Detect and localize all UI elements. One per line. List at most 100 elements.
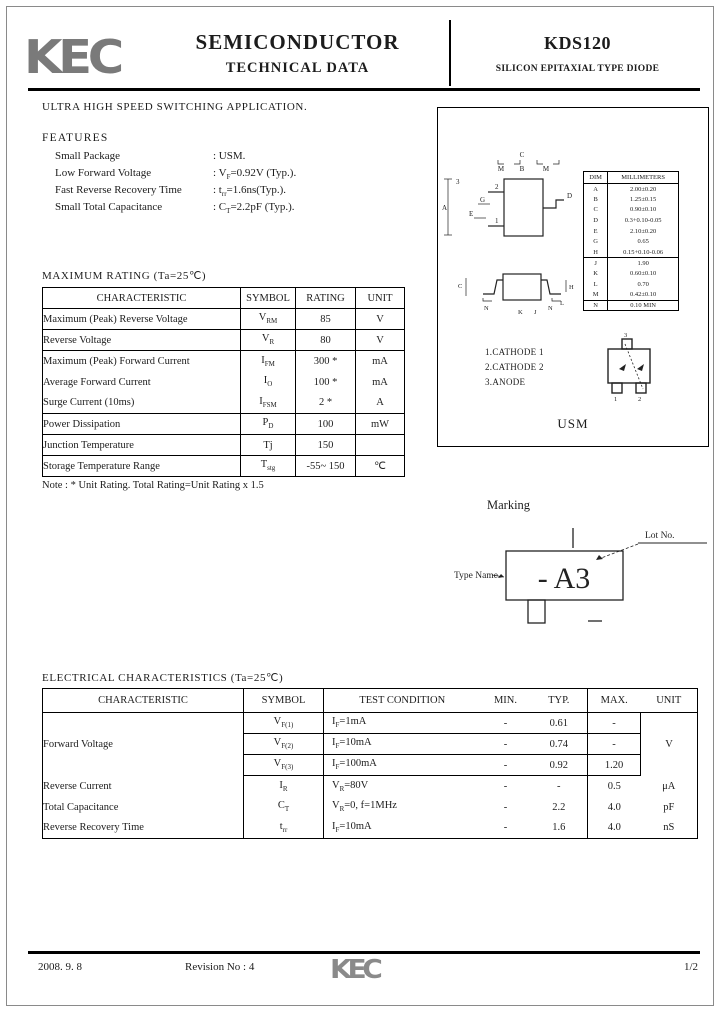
table-header: SYMBOL — [240, 287, 296, 309]
dim-table-header: DIM — [583, 171, 609, 184]
table-cell: 0.5 — [607, 780, 621, 792]
table-cell: IF=10mA — [323, 733, 481, 755]
dim-table-cell: 0.3+0.10-0.05 — [624, 217, 662, 225]
table-header: TYP. — [530, 688, 588, 713]
side-label-h: H — [569, 284, 574, 291]
table-cell: - — [587, 733, 641, 755]
type-name-label: Type Name — [454, 571, 498, 581]
dim-table-cell: 2.00±0.20 — [629, 185, 657, 193]
circuit-pin1: 1 — [614, 396, 617, 403]
page-frame — [6, 6, 714, 1006]
table-cell: - — [503, 780, 508, 792]
doc-title-line2: TECHNICAL DATA — [225, 60, 370, 76]
dim-table-cell: 0.60±0.10 — [629, 270, 657, 278]
package-side-view — [483, 273, 561, 301]
pin-item: 1.CATHODE 1 — [485, 347, 544, 357]
side-label-n1: N — [484, 305, 489, 312]
table-cell: 300 * — [295, 350, 356, 372]
dim-table-cell: 0.10 MIN — [607, 299, 679, 311]
dim-table-cell: C — [583, 204, 609, 216]
features-list: Small Package: USM.Low Forward Voltage: … — [55, 150, 415, 218]
table-cell: VF(2) — [243, 733, 324, 755]
table-cell: 0.92 — [530, 754, 588, 776]
dim-table-cell: B — [583, 194, 609, 205]
table-cell: 85 — [295, 308, 356, 330]
circuit-pin2: 2 — [638, 396, 641, 403]
dim-label-e: E — [469, 210, 473, 218]
table-cell: 100 * — [295, 371, 356, 393]
package-top-view — [488, 178, 564, 237]
pin-item: 2.CATHODE 2 — [485, 362, 544, 372]
table-cell: Surge Current (10ms) — [42, 392, 241, 414]
footer-page: 1/2 — [683, 961, 698, 973]
side-label-c: C — [458, 283, 462, 290]
feature-item: Low Forward Voltage: VF=0.92V (Typ.). — [55, 167, 415, 184]
dim-label-m2: M — [543, 165, 550, 173]
side-label-n2: N — [548, 305, 553, 312]
side-label-k: K — [518, 309, 523, 316]
table-cell: PD — [240, 413, 296, 435]
table-cell: Tj — [240, 434, 296, 456]
table-cell: μA — [662, 780, 676, 792]
header-rule — [28, 88, 700, 91]
footer-rule — [28, 951, 700, 954]
lot-no-label: Lot No. — [645, 531, 675, 541]
table-cell: 80 — [295, 329, 356, 351]
dim-table-cell: 0.65 — [637, 238, 649, 246]
max-rating-note: Note : * Unit Rating. Total Rating=Unit … — [42, 480, 264, 491]
table-cell: - — [480, 712, 531, 734]
feature-item: Small Package: USM. — [55, 150, 415, 167]
table-cell: 1.6 — [530, 817, 588, 839]
table-cell: - — [530, 775, 588, 797]
feature-value: : VF=0.92V (Typ.). — [213, 167, 297, 182]
table-cell: 4.0 — [607, 801, 621, 813]
dim-table-cell: 0.42±0.10 — [629, 290, 657, 298]
table-cell: Storage Temperature Range — [42, 455, 241, 477]
table-cell: - — [480, 754, 531, 776]
table-cell: IO — [240, 371, 296, 393]
table-cell: Forward Voltage — [42, 712, 244, 776]
table-cell: 2 * — [295, 392, 356, 414]
table-cell: Maximum (Peak) Forward Current — [42, 350, 241, 372]
marking-title: Marking — [487, 498, 531, 512]
marking-diagram: Type Name Lot No. - A3 — [454, 528, 707, 624]
table-cell: - — [480, 733, 531, 755]
table-header: CHARACTERISTIC — [42, 688, 244, 713]
footer-revision: Revision No : 4 — [185, 961, 255, 973]
table-header: SYMBOL — [243, 688, 324, 713]
table-cell: V — [355, 329, 405, 351]
marking-text: - A3 — [538, 562, 591, 595]
feature-item: Fast Reverse Recovery Time: trr=1.6ns(Ty… — [55, 184, 415, 201]
dim-table-cell: 0.70 — [637, 280, 649, 288]
dim-table-cell: E — [583, 225, 609, 237]
footer-logo: KEC — [330, 955, 383, 985]
table-cell: VF(1) — [243, 712, 324, 734]
table-cell — [355, 434, 405, 456]
dim-table-header: MILLIMETERS — [607, 171, 679, 184]
dim-label-a: A — [442, 204, 447, 212]
feature-value: : trr=1.6ns(Typ.). — [213, 184, 287, 199]
table-cell: IF=1mA — [323, 712, 481, 734]
table-cell: Maximum (Peak) Reverse Voltage — [42, 308, 241, 330]
table-header: CHARACTERISTIC — [42, 287, 241, 309]
table-cell: ℃ — [355, 455, 405, 477]
table-cell: Power Dissipation — [42, 413, 241, 435]
table-header: RATING — [295, 287, 356, 309]
side-label-l: L — [560, 300, 564, 307]
table-cell: V — [355, 308, 405, 330]
table-header: TEST CONDITION — [323, 688, 481, 713]
part-number: KDS120 — [543, 33, 611, 53]
table-cell: 100 — [295, 413, 356, 435]
top-view-pin1: 1 — [495, 217, 499, 225]
pin-item: 3.ANODE — [485, 377, 526, 387]
table-cell: 4.0 — [607, 822, 621, 834]
table-cell: 150 — [295, 434, 356, 456]
table-cell: mA — [372, 355, 388, 367]
table-cell: 0.61 — [530, 712, 588, 734]
footer-date: 2008. 9. 8 — [38, 961, 82, 973]
part-subtitle: SILICON EPITAXIAL TYPE DIODE — [495, 64, 660, 74]
dim-table-cell: K — [583, 268, 609, 279]
dim-label-c: C — [520, 151, 525, 159]
